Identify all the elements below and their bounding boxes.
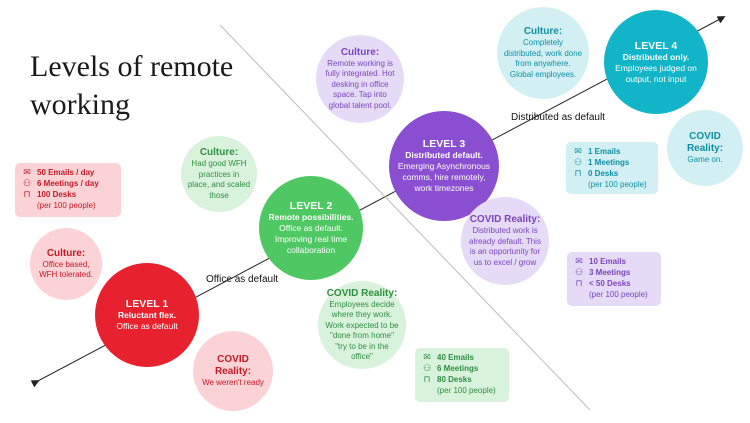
email-icon: ✉ [423, 352, 431, 362]
culture-2-body: Had good WFH practices in place, and sca… [187, 159, 251, 200]
level-1-title: LEVEL 1 [125, 298, 169, 310]
level-3-body: Emerging Asynchronous comms, hire remote… [397, 161, 491, 193]
level-1-circle: LEVEL 1 Reluctant flex. Office as defaul… [95, 263, 199, 367]
level-2-circle: LEVEL 2 Remote possibilities. Office as … [259, 176, 363, 280]
culture-2-head: Culture: [199, 147, 239, 158]
desk-icon: ⊓ [423, 374, 431, 384]
covid-2-body: Employees decide where they work. Work e… [325, 299, 399, 362]
culture-1-circle: Culture: Office based, WFH tolerated. [30, 228, 102, 300]
stats-2-card: ✉ 40 Emails ⚇ 6 Meetings ⊓ 80 Desks (per 10… [415, 348, 509, 402]
stats-4-note: (per 100 people) [588, 180, 647, 189]
stats-3-desks: < 50 Desks [589, 279, 631, 288]
meeting-icon: ⚇ [573, 157, 583, 167]
stats-1-desks: 100 Desks [37, 190, 77, 199]
covid-1-head: COVID Reality: [214, 353, 252, 377]
culture-1-body: Office based, WFH tolerated. [39, 259, 93, 280]
divider-line [219, 24, 591, 411]
culture-3-body: Remote working is fully integrated. Hot … [325, 58, 395, 110]
desk-icon: ⊓ [574, 168, 582, 178]
stats-4-emails: 1 Emails [588, 147, 621, 156]
stats-2-emails: 40 Emails [437, 353, 474, 362]
culture-4-body: Completely distributed, work done from a… [503, 38, 583, 79]
level-3-subtitle: Distributed default. [405, 150, 483, 160]
stats-3-emails: 10 Emails [589, 257, 626, 266]
stats-1-meetings: 6 Meetings / day [37, 179, 99, 188]
email-icon: ✉ [575, 256, 583, 266]
covid-3-circle: COVID Reality: Distributed work is alrea… [461, 197, 549, 285]
desk-icon: ⊓ [575, 278, 583, 288]
stats-2-desks: 80 Desks [437, 375, 472, 384]
level-1-body: Office as default [116, 321, 178, 331]
email-icon: ✉ [574, 146, 582, 156]
desk-icon: ⊓ [23, 189, 31, 199]
covid-2-circle: COVID Reality: Employees decide where th… [318, 281, 406, 369]
level-2-body: Office as default. Improving real time c… [274, 223, 348, 255]
covid-4-body: Game on. [687, 154, 723, 164]
stats-1-card: ✉ 50 Emails / day ⚇ 6 Meetings / day ⊓ 100 … [15, 163, 121, 217]
covid-1-body: We weren't ready [202, 377, 264, 387]
culture-3-circle: Culture: Remote working is fully integra… [316, 35, 404, 123]
covid-2-head: COVID Reality: [326, 287, 398, 299]
covid-4-head: COVID Reality: [686, 130, 724, 154]
email-icon: ✉ [23, 167, 31, 177]
culture-4-circle: Culture: Completely distributed, work do… [497, 7, 589, 99]
level-4-circle: LEVEL 4 Distributed only. Employees judg… [604, 10, 708, 114]
level-3-circle: LEVEL 3 Distributed default. Emerging As… [389, 111, 499, 221]
stats-3-meetings: 3 Meetings [589, 268, 631, 277]
stats-2-meetings: 6 Meetings [437, 364, 479, 373]
culture-4-head: Culture: [523, 26, 563, 37]
stats-1-emails: 50 Emails / day [37, 168, 95, 177]
page-title: Levels of remote working [30, 50, 234, 121]
covid-4-circle: COVID Reality: Game on. [667, 110, 743, 186]
culture-2-circle: Culture: Had good WFH practices in place… [181, 136, 257, 212]
level-3-title: LEVEL 3 [422, 138, 466, 150]
meeting-icon: ⚇ [574, 267, 584, 277]
covid-3-head: COVID Reality: [469, 214, 541, 225]
covid-3-body: Distributed work is already default. Thi… [469, 226, 541, 267]
level-4-title: LEVEL 4 [634, 39, 678, 52]
culture-1-head: Culture: [46, 247, 86, 259]
meeting-icon: ⚇ [422, 363, 432, 373]
stats-4-meetings: 1 Meetings [588, 158, 630, 167]
level-2-subtitle: Remote possibilities. [268, 212, 354, 222]
stats-3-note: (per 100 people) [589, 290, 648, 299]
level-4-subtitle: Distributed only. [622, 51, 690, 62]
culture-3-head: Culture: [340, 46, 380, 58]
office-default-label: Office as default [206, 274, 279, 285]
stats-4-desks: 0 Desks [588, 169, 619, 178]
meeting-icon: ⚇ [22, 178, 32, 188]
level-4-body: Employees judged on output, not input [615, 62, 697, 84]
level-2-title: LEVEL 2 [289, 200, 333, 212]
distributed-default-label: Distributed as default [511, 112, 605, 123]
covid-1-circle: COVID Reality: We weren't ready [193, 331, 273, 411]
stats-2-note: (per 100 people) [437, 386, 496, 395]
level-1-subtitle: Reluctant flex. [117, 310, 177, 320]
stats-1-note: (per 100 people) [37, 201, 96, 210]
stats-3-card: ✉ 10 Emails ⚇ 3 Meetings ⊓ < 50 Desks (per … [567, 252, 661, 306]
stats-4-card: ✉ 1 Emails ⚇ 1 Meetings ⊓ 0 Desks (per 100 … [566, 142, 658, 194]
